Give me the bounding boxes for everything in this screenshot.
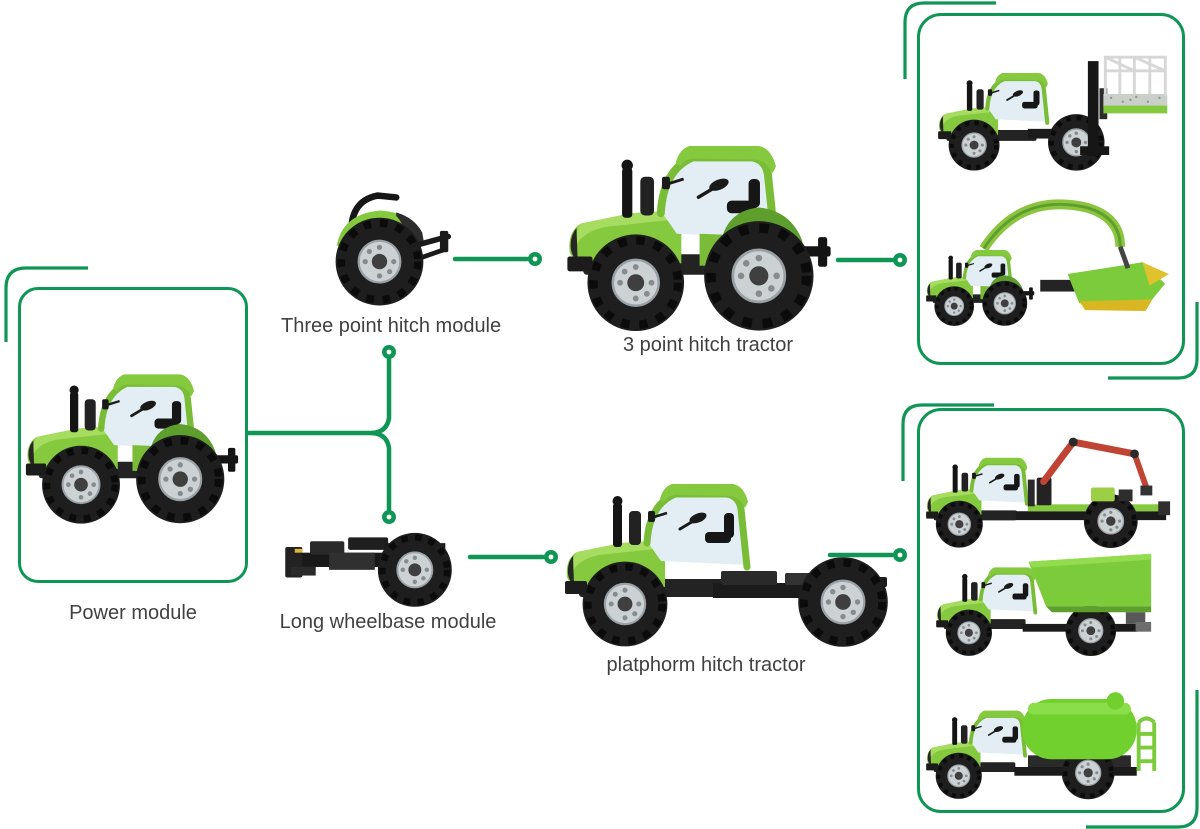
spreader-hopper bbox=[1028, 553, 1152, 624]
power-module-label: Power module bbox=[69, 602, 197, 624]
three-point-hitch-module-image bbox=[316, 190, 456, 309]
three-point-hitch-module-label: Three point hitch module bbox=[281, 315, 502, 337]
platform-hitch-tractor-image bbox=[563, 477, 893, 652]
aerial-platform-tractor-image bbox=[933, 55, 1168, 187]
crane-flatbed-tractor-image bbox=[925, 437, 1171, 549]
three-point-hitch-tractor-label: 3 point hitch tractor bbox=[622, 334, 794, 356]
water-tank-tractor-image bbox=[925, 692, 1157, 800]
timber-crane-arm bbox=[1036, 437, 1153, 506]
work-platform-basket bbox=[1103, 55, 1168, 114]
harvester-head bbox=[1040, 245, 1169, 312]
platform-hitch-tractor-label: platphorm hitch tractor bbox=[606, 654, 806, 676]
three-point-hitch-tractor-image bbox=[565, 138, 833, 334]
power-module-tractor-image bbox=[24, 368, 240, 526]
harvester-chute-boom bbox=[979, 199, 1126, 252]
water-tank-cylinder bbox=[1022, 692, 1137, 760]
long-wheelbase-module-image bbox=[285, 526, 457, 607]
tank-rear-ladder bbox=[1136, 716, 1157, 771]
long-wheelbase-module-label: Long wheelbase module bbox=[279, 611, 497, 633]
forage-harvester-tractor-image bbox=[923, 199, 1169, 352]
fertilizer-spreader-tractor-image bbox=[935, 553, 1152, 657]
